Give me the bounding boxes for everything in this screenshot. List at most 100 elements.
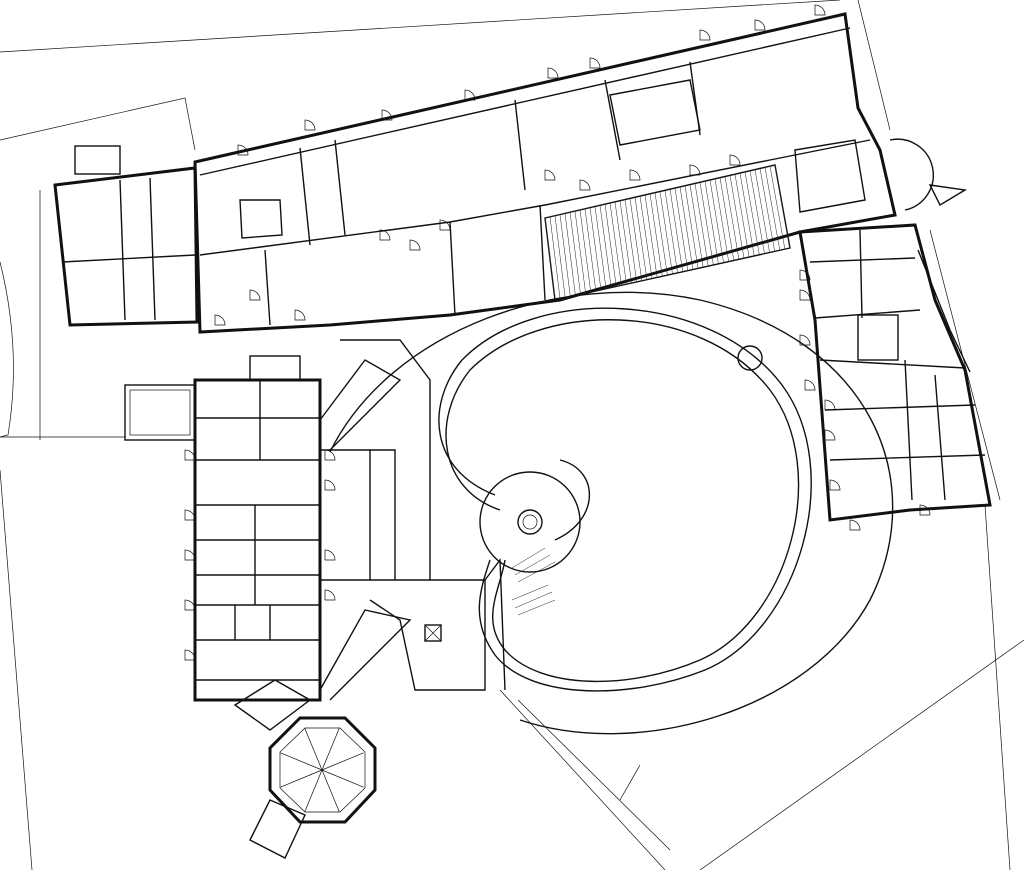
stair-tread (609, 202, 622, 286)
stair-tread (714, 178, 729, 262)
door-swing (804, 379, 816, 391)
octagonal-pavilion (233, 679, 377, 859)
stair-tread (554, 215, 566, 298)
stair-tread (764, 167, 781, 251)
door-swing (409, 239, 421, 251)
stair-tread (619, 200, 632, 284)
door-swing (214, 314, 226, 326)
stair-tread (579, 209, 592, 293)
door-swing (849, 519, 861, 531)
pavilion-spoke (280, 769, 323, 788)
door-swing (379, 229, 391, 241)
fountain (737, 345, 763, 371)
stair-tread (569, 212, 581, 295)
stair-tread (769, 166, 786, 250)
door-swing (919, 504, 931, 516)
pavilion-spokes (280, 728, 364, 812)
stair-tread (689, 184, 704, 268)
door-swing (237, 144, 249, 156)
stair-tread (729, 175, 745, 259)
stair-tread (589, 207, 602, 290)
door-swing (589, 57, 601, 69)
stair-tread (749, 170, 765, 254)
stair-tread (604, 204, 617, 287)
stair-tread (734, 174, 750, 258)
skylight (424, 624, 442, 642)
door-swing (294, 309, 306, 321)
stair-tread (669, 189, 683, 272)
door-swing (184, 649, 196, 661)
stair-tread (574, 211, 586, 294)
pavilion-spoke (304, 728, 323, 771)
stair-tread (649, 193, 663, 277)
door-swing (579, 179, 591, 191)
stair-tread (644, 194, 658, 278)
door-swing (799, 334, 811, 346)
stair-tread (674, 188, 689, 271)
stair-tread (549, 216, 561, 299)
pavilion-spoke (304, 769, 323, 812)
stair-tread (694, 183, 709, 267)
door-swing (184, 549, 196, 561)
stair-tread (724, 176, 740, 260)
stair-tread (544, 217, 556, 301)
pavilion-spoke (280, 752, 323, 771)
stair-tread (679, 186, 694, 270)
pavilion-spoke (321, 769, 364, 788)
door-swing (689, 164, 701, 176)
door-swing (799, 269, 811, 281)
door-swing (544, 169, 556, 181)
central-block (124, 355, 412, 702)
door-swing (324, 549, 336, 561)
stair-tread (614, 201, 627, 285)
door-swings (184, 4, 931, 661)
stair-tread (759, 168, 775, 252)
pavilion-spoke (321, 752, 364, 771)
door-swing (824, 399, 836, 411)
door-swing (324, 449, 336, 461)
spiral-garden (329, 291, 894, 735)
east-wing (798, 223, 992, 522)
door-swing (629, 169, 641, 181)
door-swing (249, 289, 261, 301)
door-swing (547, 67, 559, 79)
stair-tread (654, 192, 668, 276)
stair-tread (774, 164, 791, 249)
staircase-hall (544, 164, 791, 301)
stair-tread (754, 169, 770, 253)
stair-tread (664, 190, 678, 273)
stair-tread (629, 198, 643, 281)
stair-tread (704, 181, 719, 264)
door-swing (729, 154, 741, 166)
stair-tread (709, 179, 724, 263)
stair-tread (699, 182, 714, 265)
stair-tread (744, 171, 760, 255)
door-swing (381, 109, 393, 121)
stair-tread (564, 213, 576, 296)
stair-tread (739, 173, 755, 256)
door-swing (324, 479, 336, 491)
pavilion-spoke (321, 728, 340, 771)
west-wing (53, 145, 199, 327)
stair-tread (584, 208, 597, 291)
stair-tread (559, 214, 571, 297)
door-swing (439, 219, 451, 231)
door-swing (824, 429, 836, 441)
stair-tread (719, 177, 735, 261)
stair-tread (594, 206, 607, 289)
stair-tread (624, 199, 637, 282)
stair-treads (544, 164, 791, 301)
door-swing (304, 119, 316, 131)
stair-tread (684, 185, 699, 269)
pavilion-spoke (321, 769, 340, 812)
door-swing (699, 29, 711, 41)
door-swing (184, 509, 196, 521)
door-swing (324, 589, 336, 601)
door-swing (184, 449, 196, 461)
door-swing (754, 19, 766, 31)
stair-tread (639, 196, 653, 279)
stair-tread (634, 197, 648, 280)
door-swing (829, 479, 841, 491)
